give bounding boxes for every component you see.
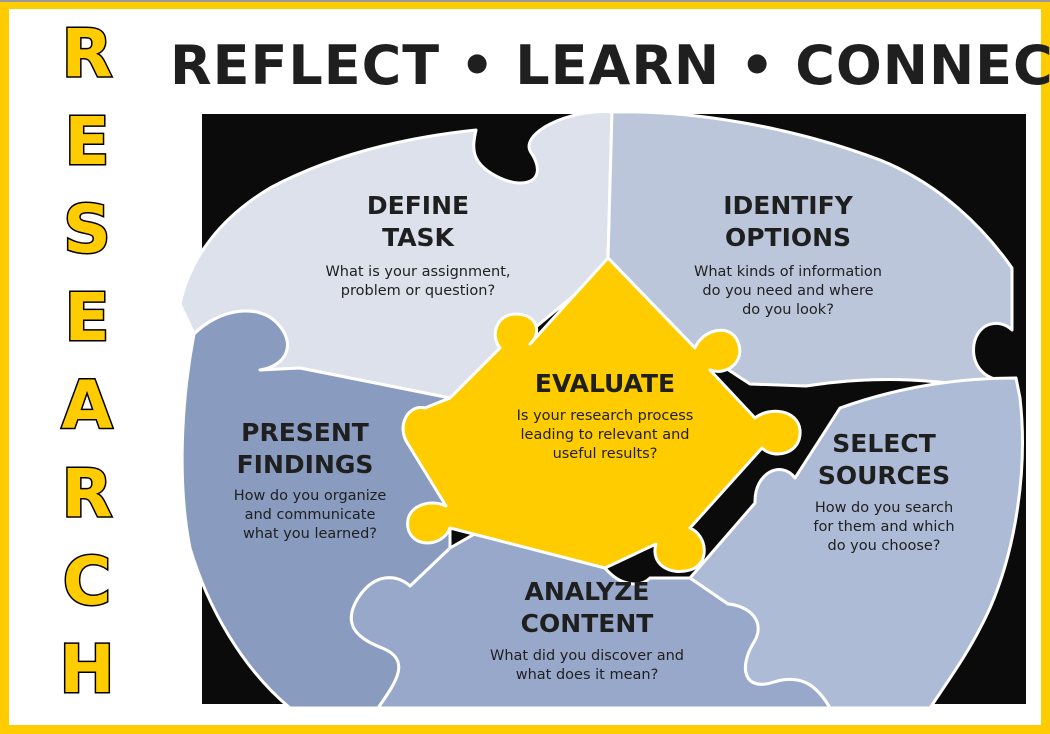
- side-letter-1: R: [60, 14, 114, 93]
- present-title-line-2: FINDINGS: [237, 450, 374, 479]
- identify-title-line-2: OPTIONS: [725, 223, 851, 252]
- evaluate-center-piece: [401, 256, 802, 573]
- present-findings-piece: [180, 309, 452, 710]
- present-desc-line-3: what you learned?: [243, 526, 377, 542]
- top-border-line: [0, 0, 1050, 2]
- identify-title-line-1: IDENTIFY: [723, 191, 853, 220]
- identify-desc-line-2: do you need and where: [702, 283, 873, 299]
- define-desc-line-1: What is your assignment,: [325, 264, 510, 280]
- side-letter-2: E: [63, 102, 111, 181]
- research-puzzle-diagram: DEFINE TASK What is your assignment, pro…: [150, 108, 1030, 714]
- evaluate-desc-line-2: leading to relevant and: [521, 427, 690, 443]
- side-letter-4: E: [63, 278, 111, 357]
- define-title-line-2: TASK: [382, 223, 455, 252]
- identify-desc-line-1: What kinds of information: [694, 264, 882, 280]
- side-letter-5: A: [60, 366, 114, 445]
- select-title-line-1: SELECT: [832, 429, 936, 458]
- present-desc-line-1: How do you organize: [234, 488, 387, 504]
- puzzle-svg: DEFINE TASK What is your assignment, pro…: [178, 110, 1026, 710]
- analyze-title-line-2: CONTENT: [521, 609, 654, 638]
- side-letter-3: S: [62, 190, 113, 269]
- side-letter-6: R: [60, 454, 114, 533]
- define-title-line-1: DEFINE: [367, 191, 469, 220]
- present-desc-line-2: and communicate: [245, 507, 376, 523]
- analyze-desc-line-2: what does it mean?: [516, 667, 659, 683]
- present-title-line-1: PRESENT: [241, 418, 369, 447]
- analyze-title-line-1: ANALYZE: [525, 577, 650, 606]
- evaluate-desc-line-1: Is your research process: [517, 408, 694, 424]
- identify-desc-line-3: do you look?: [742, 302, 834, 318]
- identify-options-piece: [606, 110, 1018, 400]
- side-letter-7: C: [61, 542, 112, 621]
- select-title-line-2: SOURCES: [818, 461, 950, 490]
- define-desc-line-2: problem or question?: [341, 283, 495, 299]
- side-letter-8: H: [58, 630, 116, 709]
- select-desc-line-1: How do you search: [815, 500, 953, 516]
- analyze-desc-line-1: What did you discover and: [490, 648, 684, 664]
- select-desc-line-2: for them and which: [813, 519, 954, 535]
- page-title: REFLECT • LEARN • CONNECT: [170, 34, 1050, 97]
- select-desc-line-3: do you choose?: [827, 538, 940, 554]
- evaluate-title: EVALUATE: [535, 369, 675, 398]
- vertical-research-word: R E S E A R C H: [22, 14, 152, 722]
- evaluate-desc-line-3: useful results?: [553, 446, 658, 462]
